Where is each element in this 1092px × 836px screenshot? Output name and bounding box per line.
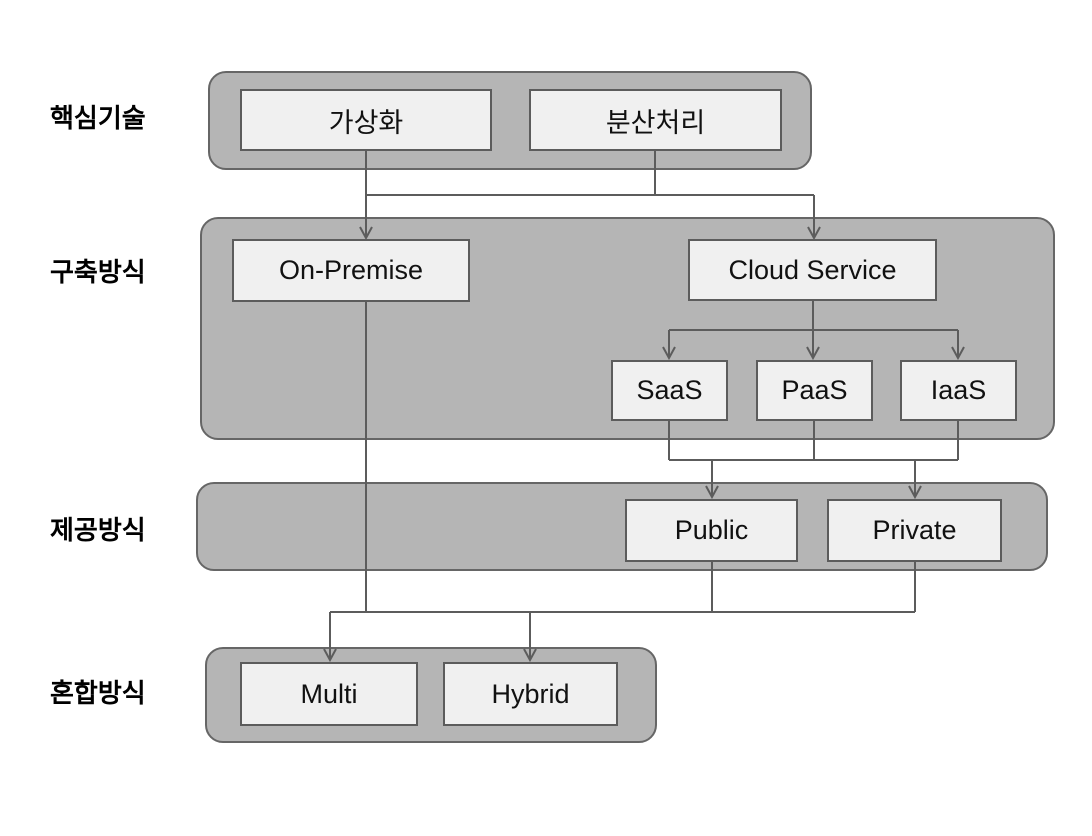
row-label-delivery: 제공방식 — [50, 515, 146, 545]
node-cloud-service: Cloud Service — [688, 239, 937, 301]
node-public: Public — [625, 499, 798, 562]
node-virtualization: 가상화 — [240, 89, 492, 151]
row-label-mixed: 혼합방식 — [50, 678, 146, 708]
node-paas: PaaS — [756, 360, 873, 421]
node-private: Private — [827, 499, 1002, 562]
row-label-deployment: 구축방식 — [50, 257, 146, 287]
node-on-premise: On-Premise — [232, 239, 470, 302]
node-iaas: IaaS — [900, 360, 1017, 421]
row-label-core-tech: 핵심기술 — [50, 103, 146, 133]
node-multi: Multi — [240, 662, 418, 726]
node-distributed-processing: 분산처리 — [529, 89, 782, 151]
node-hybrid: Hybrid — [443, 662, 618, 726]
node-saas: SaaS — [611, 360, 728, 421]
